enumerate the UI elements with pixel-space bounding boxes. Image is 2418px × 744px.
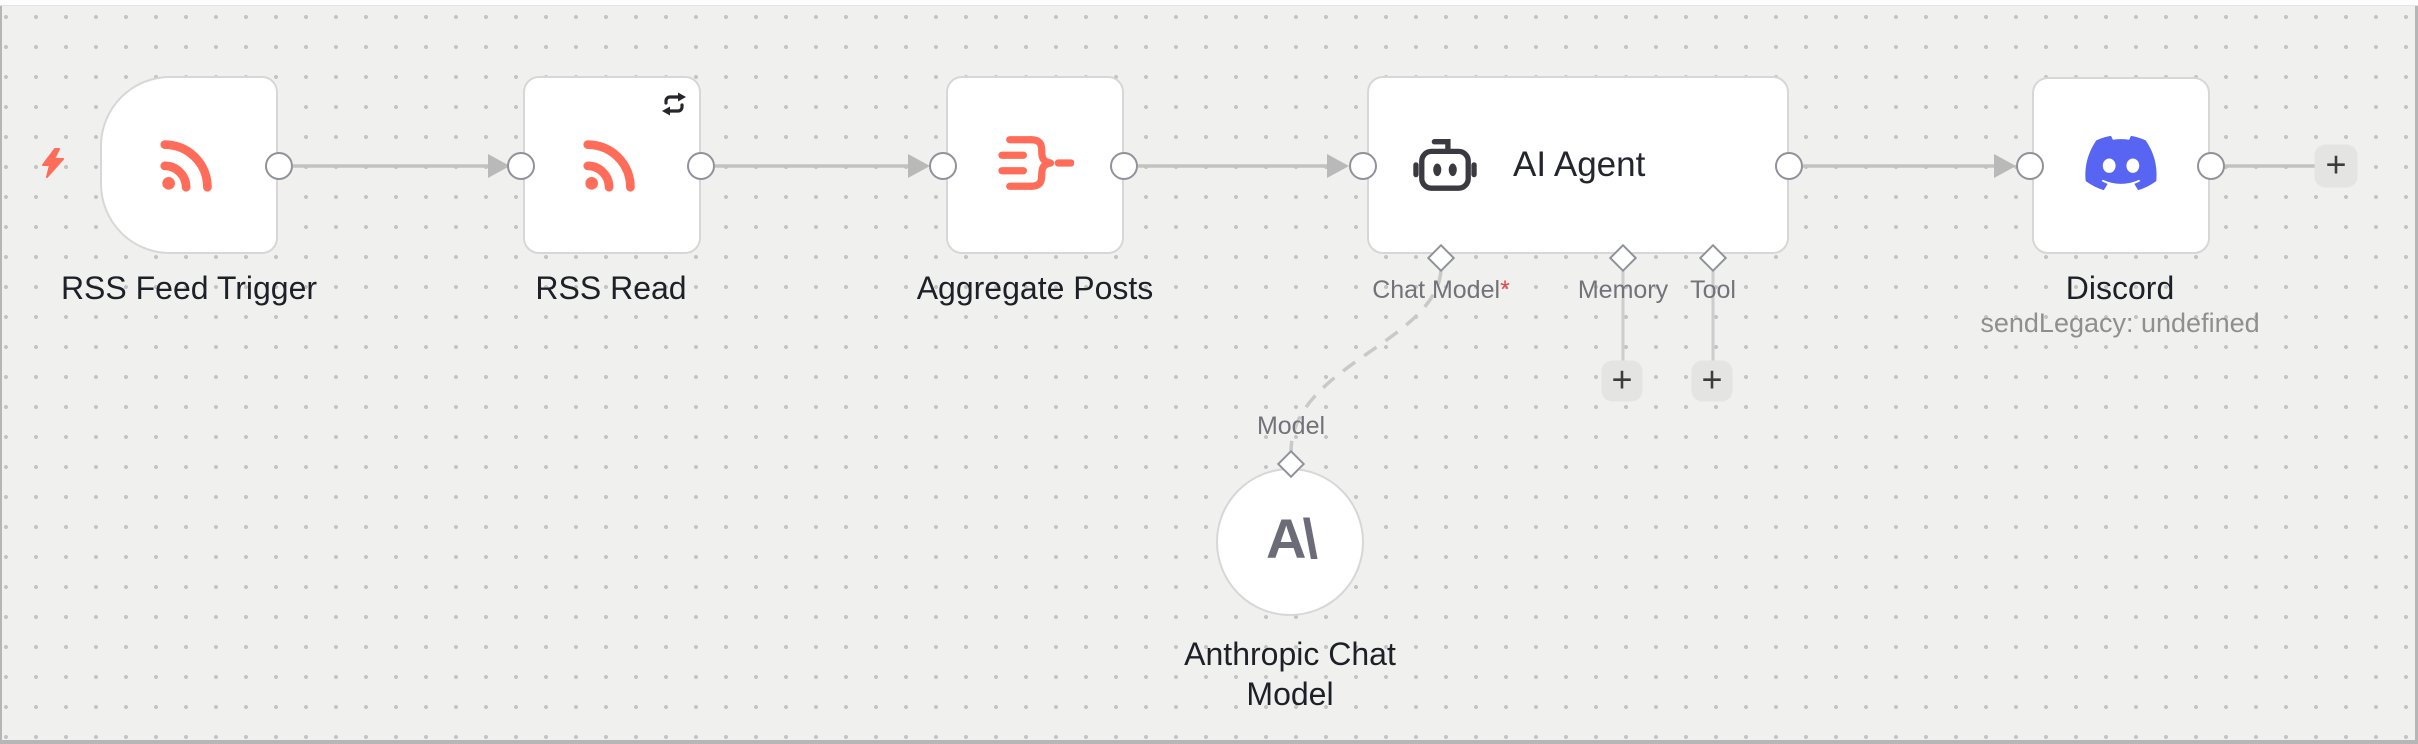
node-label: Discord bbox=[2065, 270, 2175, 306]
add-memory-button[interactable]: + bbox=[1601, 360, 1643, 402]
node-ai-agent[interactable]: AI Agent bbox=[1367, 76, 1789, 254]
node-anthropic-chat-model[interactable]: A\ bbox=[1216, 468, 1364, 616]
input-port-rss-read[interactable] bbox=[507, 152, 535, 180]
node-label: RSS Feed Trigger bbox=[60, 270, 318, 306]
memory-port-label: Memory bbox=[1577, 276, 1669, 304]
required-asterisk: * bbox=[1500, 276, 1510, 304]
arrowhead-icon bbox=[488, 154, 510, 178]
add-tool-button[interactable]: + bbox=[1691, 360, 1733, 402]
discord-icon bbox=[2082, 132, 2160, 199]
input-port-aggregate[interactable] bbox=[929, 152, 957, 180]
output-port-trigger[interactable] bbox=[265, 152, 293, 180]
aggregate-icon bbox=[996, 131, 1075, 200]
arrowhead-icon bbox=[1994, 154, 2016, 178]
node-rss-feed-trigger[interactable] bbox=[100, 76, 278, 254]
robot-icon bbox=[1409, 133, 1481, 198]
anthropic-logo-icon: A\ bbox=[1266, 507, 1318, 570]
chat-model-port-label: Chat Model* bbox=[1372, 276, 1510, 305]
rss-icon bbox=[581, 132, 643, 199]
trigger-bolt-icon bbox=[40, 148, 66, 178]
node-rss-read[interactable] bbox=[523, 76, 701, 254]
arrowhead-icon bbox=[908, 154, 930, 178]
input-port-ai-agent[interactable] bbox=[1349, 152, 1377, 180]
node-label-line1: Anthropic Chat bbox=[1184, 636, 1396, 672]
model-port-label: Model bbox=[1256, 412, 1326, 440]
node-label-line2: Model bbox=[1246, 676, 1334, 712]
tool-port-label: Tool bbox=[1690, 276, 1736, 304]
output-port-rss-read[interactable] bbox=[687, 152, 715, 180]
output-port-discord[interactable] bbox=[2197, 152, 2225, 180]
node-label: Anthropic Chat Model bbox=[1184, 634, 1396, 714]
chat-model-port-text: Chat Model bbox=[1372, 276, 1501, 304]
input-port-discord[interactable] bbox=[2016, 152, 2044, 180]
output-port-ai-agent[interactable] bbox=[1775, 152, 1803, 180]
arrowhead-icon bbox=[1327, 154, 1349, 178]
node-subtitle: sendLegacy: undefined bbox=[1980, 308, 2260, 338]
add-node-button[interactable]: + bbox=[2314, 144, 2358, 188]
rss-icon bbox=[158, 132, 220, 199]
node-title: AI Agent bbox=[1513, 145, 1646, 184]
node-aggregate-posts[interactable] bbox=[946, 76, 1124, 254]
node-label: Aggregate Posts bbox=[916, 270, 1154, 306]
node-discord[interactable] bbox=[2032, 77, 2210, 254]
connection-anthropic-to-chatmodel-port[interactable] bbox=[1289, 269, 1443, 453]
node-label: RSS Read bbox=[535, 270, 687, 306]
loop-icon bbox=[661, 92, 687, 116]
output-port-aggregate[interactable] bbox=[1110, 152, 1138, 180]
